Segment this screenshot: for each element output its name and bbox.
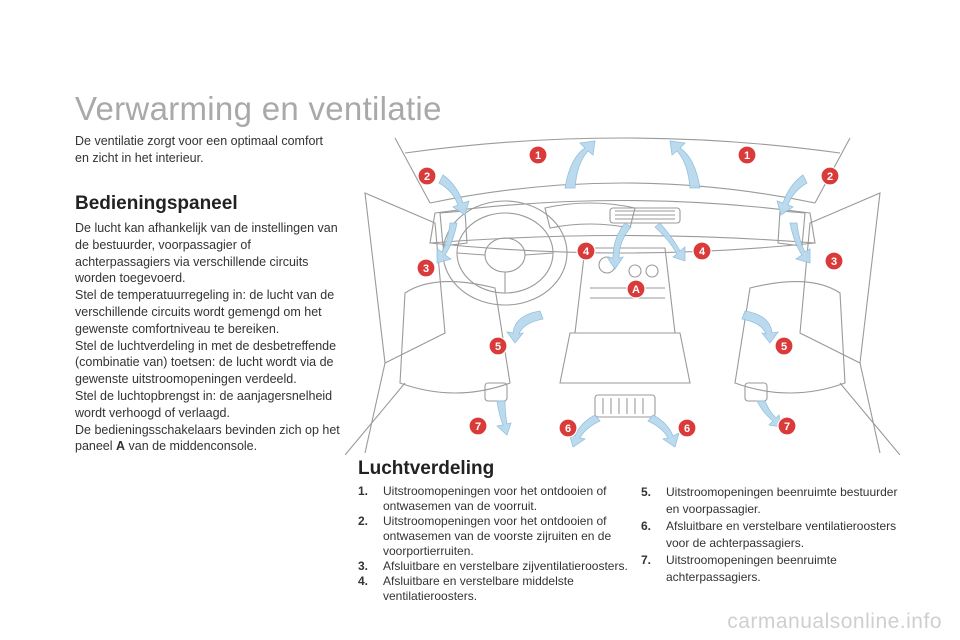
item-text: Uitstroomopeningen beenruimte bestuurder… — [666, 485, 897, 516]
item-number: 1. — [358, 484, 368, 499]
svg-text:3: 3 — [423, 263, 429, 275]
marker-4-left: 4 — [577, 242, 595, 260]
panel-reference-a: A — [116, 439, 125, 453]
marker-7-right: 7 — [778, 417, 796, 435]
svg-text:2: 2 — [827, 171, 833, 183]
item-number: 7. — [641, 552, 651, 569]
svg-text:A: A — [632, 284, 640, 296]
intro-text: De ventilatie zorgt voor een optimaal co… — [75, 133, 340, 167]
diagram-markers: 1 1 2 2 3 3 4 4 A 5 5 6 6 7 7 — [417, 146, 843, 437]
marker-2-left: 2 — [418, 167, 436, 185]
list-item: 3. Afsluitbare en verstelbare zijventilat… — [358, 559, 628, 574]
list-item: 7. Uitstroomopeningen beenruimte achterpa… — [641, 552, 911, 586]
item-text: Afsluitbare en verstelbare zijventilatie… — [383, 559, 628, 573]
item-number: 2. — [358, 514, 368, 529]
marker-1-right: 1 — [738, 146, 756, 164]
panel-paragraph: De bedieningsschakelaars bevinden zich o… — [75, 422, 340, 456]
svg-text:7: 7 — [475, 421, 481, 433]
item-number: 4. — [358, 574, 368, 589]
marker-5-left: 5 — [489, 337, 507, 355]
item-number: 6. — [641, 518, 651, 535]
panel-description: De lucht kan afhankelijk van de instelli… — [75, 220, 340, 455]
panel-paragraph: Stel de luchtverdeling in met de desbetr… — [75, 338, 340, 388]
item-text: Uitstroomopeningen voor het ontdooien of… — [383, 484, 606, 513]
item-text: Uitstroomopeningen voor het ontdooien of… — [383, 514, 611, 558]
list-item: 6. Afsluitbare en verstelbare ventilatier… — [641, 518, 911, 552]
item-text: Afsluitbare en verstelbare middelste ven… — [383, 574, 574, 603]
item-text: Afsluitbare en verstelbare ventilatieroo… — [666, 519, 896, 550]
distribution-list-left: 1. Uitstroomopeningen voor het ontdooien … — [358, 484, 628, 604]
interior-airflow-diagram: 1 1 2 2 3 3 4 4 A 5 5 6 6 7 7 — [345, 133, 900, 455]
list-item: 5. Uitstroomopeningen beenruimte bestuurd… — [641, 484, 911, 518]
item-number: 3. — [358, 559, 368, 574]
marker-4-right: 4 — [693, 242, 711, 260]
svg-text:4: 4 — [583, 246, 590, 258]
marker-7-left: 7 — [469, 417, 487, 435]
item-text: Uitstroomopeningen beenruimte achterpass… — [666, 553, 837, 584]
distribution-list-right: 5. Uitstroomopeningen beenruimte bestuurd… — [641, 484, 911, 586]
marker-a: A — [627, 280, 645, 298]
section-heading-panel: Bedieningspaneel — [75, 193, 238, 215]
svg-text:6: 6 — [565, 423, 571, 435]
svg-text:4: 4 — [699, 246, 706, 258]
svg-text:5: 5 — [495, 341, 501, 353]
marker-6-right: 6 — [678, 419, 696, 437]
svg-text:3: 3 — [831, 256, 837, 268]
panel-text: van de middenconsole. — [129, 439, 258, 453]
list-item: 2. Uitstroomopeningen voor het ontdooien … — [358, 514, 628, 559]
svg-text:1: 1 — [744, 150, 750, 162]
marker-1-left: 1 — [529, 146, 547, 164]
marker-3-right: 3 — [825, 252, 843, 270]
page-title: Verwarming en ventilatie — [75, 90, 442, 128]
svg-text:6: 6 — [684, 423, 690, 435]
marker-5-right: 5 — [775, 337, 793, 355]
svg-text:1: 1 — [535, 150, 541, 162]
item-number: 5. — [641, 484, 651, 501]
panel-paragraph: Stel de temperatuurregeling in: de lucht… — [75, 287, 340, 337]
list-item: 4. Afsluitbare en verstelbare middelste v… — [358, 574, 628, 604]
svg-text:5: 5 — [781, 341, 787, 353]
svg-text:7: 7 — [784, 421, 790, 433]
svg-text:2: 2 — [424, 171, 430, 183]
marker-6-left: 6 — [559, 419, 577, 437]
list-item: 1. Uitstroomopeningen voor het ontdooien … — [358, 484, 628, 514]
marker-3-left: 3 — [417, 259, 435, 277]
watermark-footer[interactable]: carmanualsonline.info — [727, 610, 942, 634]
marker-2-right: 2 — [821, 167, 839, 185]
panel-paragraph: De lucht kan afhankelijk van de instelli… — [75, 220, 340, 287]
section-heading-distribution: Luchtverdeling — [358, 458, 494, 480]
panel-paragraph: Stel de luchtopbrengst in: de aanjagersn… — [75, 388, 340, 422]
